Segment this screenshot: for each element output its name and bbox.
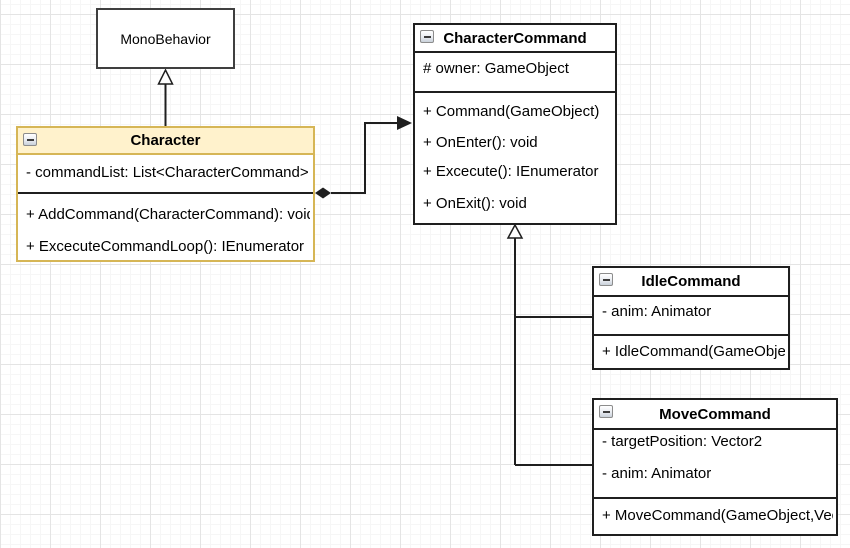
class-title: IdleCommand	[641, 273, 741, 290]
uml-method-row[interactable]: + Excecute(): IEnumerator	[423, 163, 599, 180]
filled-arrowhead	[397, 116, 412, 130]
hollow-triangle-arrowhead	[506, 223, 524, 239]
uml-field-row[interactable]: - commandList: List<CharacterCommand>	[26, 164, 309, 181]
compartment-separator	[18, 192, 313, 194]
compartment-separator	[415, 91, 615, 93]
uml-field-row[interactable]: - anim: Animator	[602, 465, 712, 482]
association-arrow-character-charactercommand[interactable]	[315, 116, 412, 199]
generalization-arrow-character-monobehavior[interactable]	[157, 68, 174, 126]
compartment-separator	[594, 497, 836, 499]
class-box-charactercommand[interactable]: CharacterCommand # owner: GameObject + C…	[413, 23, 617, 225]
class-header[interactable]: CharacterCommand	[415, 25, 615, 53]
class-title: MonoBehavior	[120, 30, 211, 47]
class-header[interactable]: MoveCommand	[594, 400, 836, 430]
class-box-monobehavior[interactable]: MonoBehavior	[96, 8, 235, 69]
collapse-icon[interactable]	[599, 405, 613, 418]
compartment-separator	[594, 334, 788, 336]
uml-method-row[interactable]: + OnEnter(): void	[423, 134, 538, 151]
class-title: Character	[130, 132, 201, 149]
class-title: MoveCommand	[659, 405, 771, 423]
class-box-character[interactable]: Character - commandList: List<CharacterC…	[16, 126, 315, 262]
diamond-end	[315, 187, 331, 199]
uml-method-row[interactable]: + Command(GameObject)	[423, 103, 600, 120]
uml-method-row[interactable]: + IdleCommand(GameObject)	[602, 343, 785, 360]
class-title: CharacterCommand	[443, 29, 587, 47]
generalization-arrow-subcommands-charactercommand[interactable]	[506, 223, 592, 466]
class-header[interactable]: IdleCommand	[594, 268, 788, 297]
collapse-icon[interactable]	[23, 133, 37, 146]
uml-field-row[interactable]: - targetPosition: Vector2	[602, 433, 763, 450]
uml-method-row[interactable]: + OnExit(): void	[423, 195, 527, 212]
uml-method-row[interactable]: + AddCommand(CharacterCommand): void	[26, 206, 310, 223]
uml-method-row[interactable]: + ExcecuteCommandLoop(): IEnumerator	[26, 238, 305, 255]
class-header[interactable]: Character	[18, 128, 313, 155]
uml-field-row[interactable]: # owner: GameObject	[423, 60, 569, 77]
uml-field-row[interactable]: - anim: Animator	[602, 303, 712, 320]
collapse-icon[interactable]	[599, 273, 613, 286]
collapse-icon[interactable]	[420, 30, 434, 43]
class-box-movecommand[interactable]: MoveCommand - targetPosition: Vector2 - …	[592, 398, 838, 536]
class-box-idlecommand[interactable]: IdleCommand - anim: Animator + IdleComma…	[592, 266, 790, 370]
uml-method-row[interactable]: + MoveCommand(GameObject,Vector2)	[602, 507, 833, 524]
